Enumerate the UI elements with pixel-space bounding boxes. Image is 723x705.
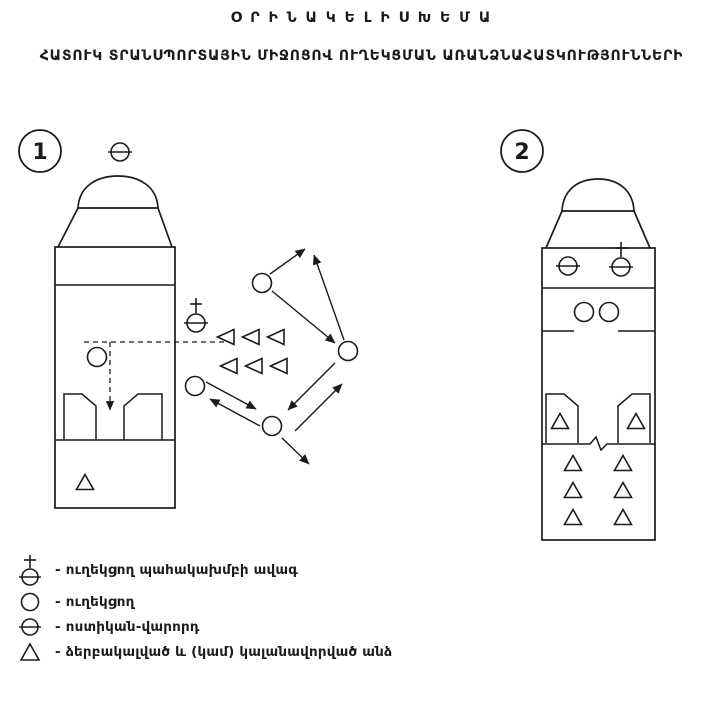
vehicle-2-detainee-rows xyxy=(563,454,633,526)
vehicle-2-outline xyxy=(541,178,656,541)
escort-symbol xyxy=(184,375,206,397)
arrow xyxy=(271,290,336,344)
page-title: Օ Ր Ի Ն Ա Կ Ե Լ Ի Ս Խ Ե Մ Ա xyxy=(230,10,493,26)
vehicle-1-interior xyxy=(55,284,175,441)
detainee-symbol xyxy=(219,357,238,375)
vehicle-1-loading-scheme xyxy=(183,248,359,465)
detainee-symbol xyxy=(613,508,633,526)
detainee-symbol xyxy=(563,481,583,499)
police-driver-symbol xyxy=(555,256,581,276)
diagram-2-badge: 2 xyxy=(500,129,544,173)
detainee-symbol xyxy=(266,328,285,346)
detainee-symbol xyxy=(563,508,583,526)
detainee-symbol xyxy=(613,481,633,499)
cab-side-left xyxy=(545,210,563,249)
detainee-row-2 xyxy=(219,357,288,375)
arrow xyxy=(294,383,343,432)
legend-item: - ոստիկան-վարորդ xyxy=(14,616,392,638)
movement-arrows xyxy=(205,248,345,465)
seat-right xyxy=(123,393,163,440)
detainee-symbol xyxy=(244,357,263,375)
arrow xyxy=(312,254,345,341)
escort-symbol xyxy=(86,346,108,368)
arrow xyxy=(281,437,310,465)
seat-left xyxy=(63,393,97,440)
legend-label: - ուղեկցող պահակախմբի ավագ xyxy=(55,562,298,578)
senior-escort-symbol xyxy=(608,241,634,277)
detainee-symbol xyxy=(75,473,95,491)
arrow xyxy=(269,248,306,275)
detainee-symbol xyxy=(626,412,646,430)
escort-symbol xyxy=(337,340,359,362)
vehicle-body xyxy=(54,246,176,509)
diagram-1-badge: 1 xyxy=(18,129,62,173)
vehicle-1-outline xyxy=(54,175,176,509)
page-subtitle: ՀԱՏՈՒԿ ՏՐԱՆՍՊՈՐՏԱՅԻՆ ՄԻՋՈՑՈՎ ՈՒՂԵԿՑՄԱՆ Ա… xyxy=(39,48,684,64)
legend-label: - ուղեկցող xyxy=(55,594,135,610)
seat-right xyxy=(617,393,651,443)
police-driver-icon xyxy=(19,618,41,636)
detainee-row-1 xyxy=(216,328,285,346)
diagram-number: 1 xyxy=(32,140,47,165)
detainee-icon xyxy=(19,642,41,661)
vehicle-body xyxy=(541,247,656,541)
legend-item: - ձերբակալված և (կամ) կալանավորված անձ xyxy=(14,641,392,663)
legend-label: - ձերբակալված և (կամ) կալանավորված անձ xyxy=(55,644,393,660)
detainee-symbol xyxy=(550,412,570,430)
arrow xyxy=(205,381,257,410)
escort-symbol xyxy=(251,272,273,294)
cab-roof xyxy=(561,178,635,212)
cab-side-right xyxy=(157,207,173,248)
escort-symbol xyxy=(598,301,620,323)
floor-break-line xyxy=(542,435,655,452)
detainee-symbol xyxy=(269,357,288,375)
badge-circle xyxy=(18,129,62,173)
police-driver-symbol xyxy=(107,142,133,162)
detainee-symbol xyxy=(241,328,260,346)
cab-side-right xyxy=(633,210,651,249)
escort-symbol xyxy=(573,301,595,323)
arrow xyxy=(209,398,261,427)
legend-item: - ուղեկցող xyxy=(14,591,392,613)
cab-roof xyxy=(77,175,159,209)
escort-icon xyxy=(20,592,40,612)
legend-item: - ուղեկցող պահակախմբի ավագ xyxy=(14,552,392,588)
cab-side-left xyxy=(57,207,79,248)
vehicle-2-interior xyxy=(542,287,655,452)
legend: - ուղեկցող պահակախմբի ավագ - ուղեկցող - … xyxy=(14,552,392,663)
detainee-symbol xyxy=(563,454,583,472)
seat-left xyxy=(545,393,579,443)
senior-escort-icon xyxy=(19,555,41,586)
diagram-number: 2 xyxy=(514,140,529,165)
arrow xyxy=(287,362,336,411)
detainee-symbol xyxy=(613,454,633,472)
badge-circle xyxy=(500,129,544,173)
escort-symbol xyxy=(261,415,283,437)
legend-label: - ոստիկան-վարորդ xyxy=(55,619,200,635)
senior-escort-symbol xyxy=(183,297,209,333)
